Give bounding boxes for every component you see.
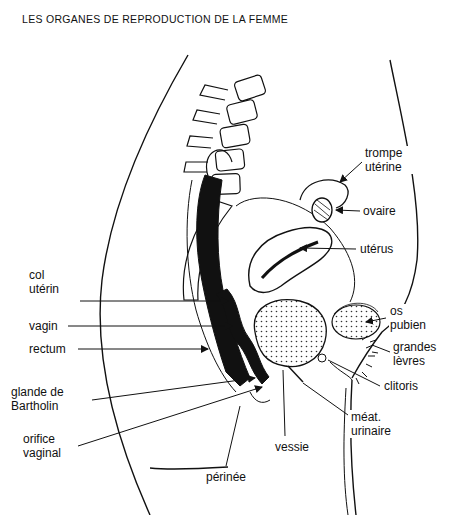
- part-label: glande de Bartholin: [10, 385, 90, 413]
- part-label: vagin: [28, 319, 59, 333]
- peritoneum: [236, 198, 355, 302]
- part-label: grandes lèvres: [392, 340, 452, 368]
- part-label: vessie: [274, 440, 310, 454]
- part-label: méat. urinaire: [350, 410, 410, 438]
- part-label: utérus: [359, 242, 394, 256]
- bladder: [254, 300, 326, 382]
- part-label: orifice vaginal: [22, 432, 76, 460]
- title: LES ORGANES DE REPRODUCTION DE LA FEMME: [22, 13, 288, 25]
- part-label: périnée: [205, 470, 247, 484]
- vulva: [250, 336, 378, 402]
- part-label: os pubien: [389, 304, 441, 332]
- uterus: [249, 228, 332, 293]
- part-label: rectum: [28, 342, 67, 356]
- part-label: clitoris: [383, 379, 419, 393]
- body-outline: [100, 55, 418, 515]
- leader-lines: [68, 162, 390, 466]
- part-label: ovaire: [362, 204, 397, 218]
- rectum: [187, 150, 250, 392]
- part-label: trompe utérine: [364, 146, 422, 174]
- part-label: col utérin: [28, 268, 76, 296]
- ovary-tube: [300, 180, 348, 222]
